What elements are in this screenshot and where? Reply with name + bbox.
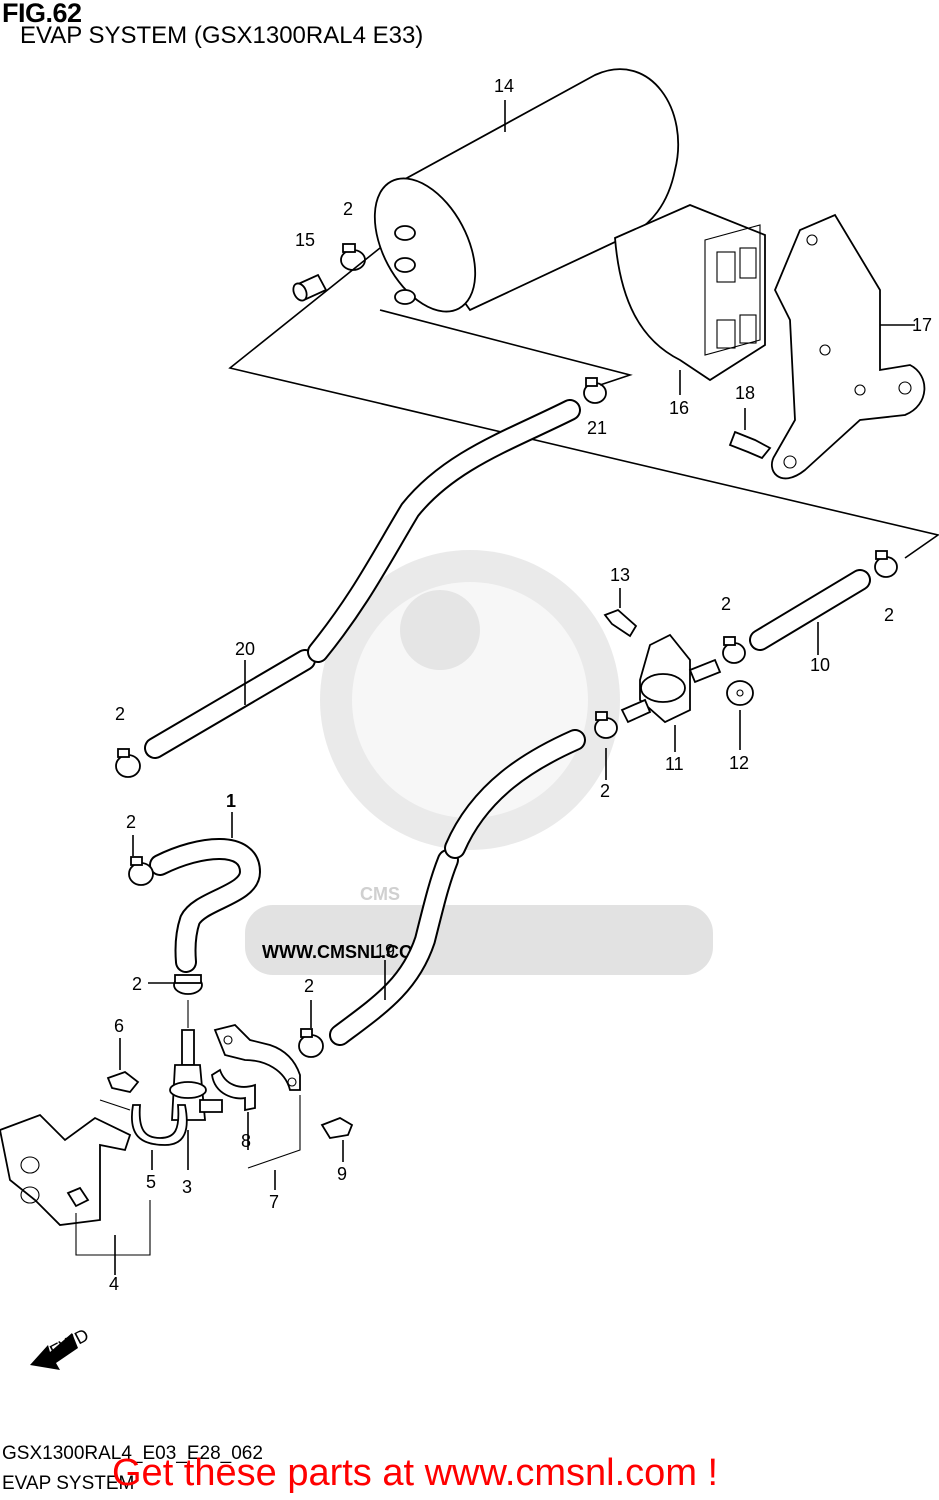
bracket-part-8[interactable] (211, 1068, 256, 1150)
watermark-url-text: WWW.CMSNL.COM (262, 942, 428, 962)
callout-15: 15 (295, 230, 315, 250)
clamp-part-2-valve[interactable] (594, 711, 618, 780)
bolt-part-6[interactable] (106, 1038, 140, 1094)
hose-part-20[interactable] (144, 399, 581, 759)
callout-20: 20 (235, 639, 255, 659)
clamp-part-2-hose20[interactable] (115, 748, 141, 778)
bolt-part-18[interactable] (728, 408, 772, 460)
section-name: EVAP SYSTEM (2, 1473, 135, 1494)
bracket-part-4[interactable] (0, 1099, 151, 1275)
clamp-part-2-hose1[interactable] (128, 835, 154, 886)
callout-19: 19 (375, 941, 395, 961)
cms-watermark: CMS WWW.CMSNL.COM (245, 550, 713, 975)
callout-2-hose20: 2 (115, 704, 125, 724)
callout-2-valve3: 2 (132, 974, 142, 994)
valve-part-3[interactable] (169, 1000, 223, 1170)
callout-18: 18 (735, 383, 755, 403)
connection-lines (228, 247, 939, 559)
figure-subtitle: EVAP SYSTEM (GSX1300RAL4 E33) (20, 22, 424, 49)
forward-arrow-icon: FWD (30, 1325, 92, 1370)
valve-part-11[interactable] (620, 633, 722, 752)
figure-label: FIG.62 (2, 0, 82, 28)
callout-6: 6 (114, 1016, 124, 1036)
callout-11: 11 (665, 754, 684, 774)
get-parts-link[interactable]: Get these parts at www.cmsnl.com ! (112, 1452, 719, 1494)
clamp-part-2-hose10-left[interactable] (722, 636, 746, 664)
bolt-part-13[interactable] (603, 588, 638, 638)
callout-4: 4 (109, 1274, 119, 1294)
callout-12: 12 (729, 753, 749, 773)
bracket-part-7[interactable] (213, 1024, 301, 1190)
callout-2-top: 2 (343, 199, 353, 219)
callout-7: 7 (269, 1192, 279, 1212)
hose-part-19[interactable] (329, 729, 586, 1046)
clamp-part-2-hose19[interactable] (298, 1000, 324, 1058)
washer-part-12[interactable] (726, 680, 754, 750)
callout-2-hose10-left: 2 (721, 594, 731, 614)
clamp-part-2-hose10-right[interactable] (874, 550, 898, 578)
callout-9: 9 (337, 1164, 347, 1184)
callout-numbers: 14 2 15 17 18 16 21 13 2 2 20 10 2 11 12… (109, 76, 932, 1294)
callout-2-hose19: 2 (304, 976, 314, 996)
bracket-part-17[interactable] (770, 213, 926, 480)
clamp-band-part-5[interactable] (131, 1104, 188, 1170)
hose-part-10[interactable] (749, 569, 871, 655)
callout-14: 14 (494, 76, 514, 96)
callout-2-hose1: 2 (126, 812, 136, 832)
clamp-part-2-valve3[interactable] (148, 974, 203, 995)
callout-5: 5 (146, 1172, 156, 1192)
watermark-logo-text: CMS (360, 884, 400, 904)
callout-10: 10 (810, 655, 830, 675)
callout-8: 8 (241, 1131, 251, 1151)
callout-2-valve: 2 (600, 781, 610, 801)
callout-2-hose10-right: 2 (884, 605, 894, 625)
callout-21: 21 (587, 418, 607, 438)
callout-17: 17 (912, 315, 932, 335)
callout-16: 16 (669, 398, 689, 418)
bolt-part-9[interactable] (320, 1117, 354, 1162)
holder-part-16[interactable] (614, 204, 766, 395)
callout-13: 13 (610, 565, 630, 585)
hose-part-1[interactable] (149, 812, 261, 973)
fwd-label: FWD (46, 1325, 92, 1362)
diagram-code: GSX1300RAL4_E03_E28_062 (2, 1443, 263, 1464)
callout-1: 1 (226, 791, 236, 811)
plug-part-15[interactable] (291, 273, 328, 303)
clamp-part-21[interactable] (583, 377, 607, 404)
callout-3: 3 (182, 1177, 192, 1197)
clamp-part-2-top[interactable] (340, 243, 366, 271)
